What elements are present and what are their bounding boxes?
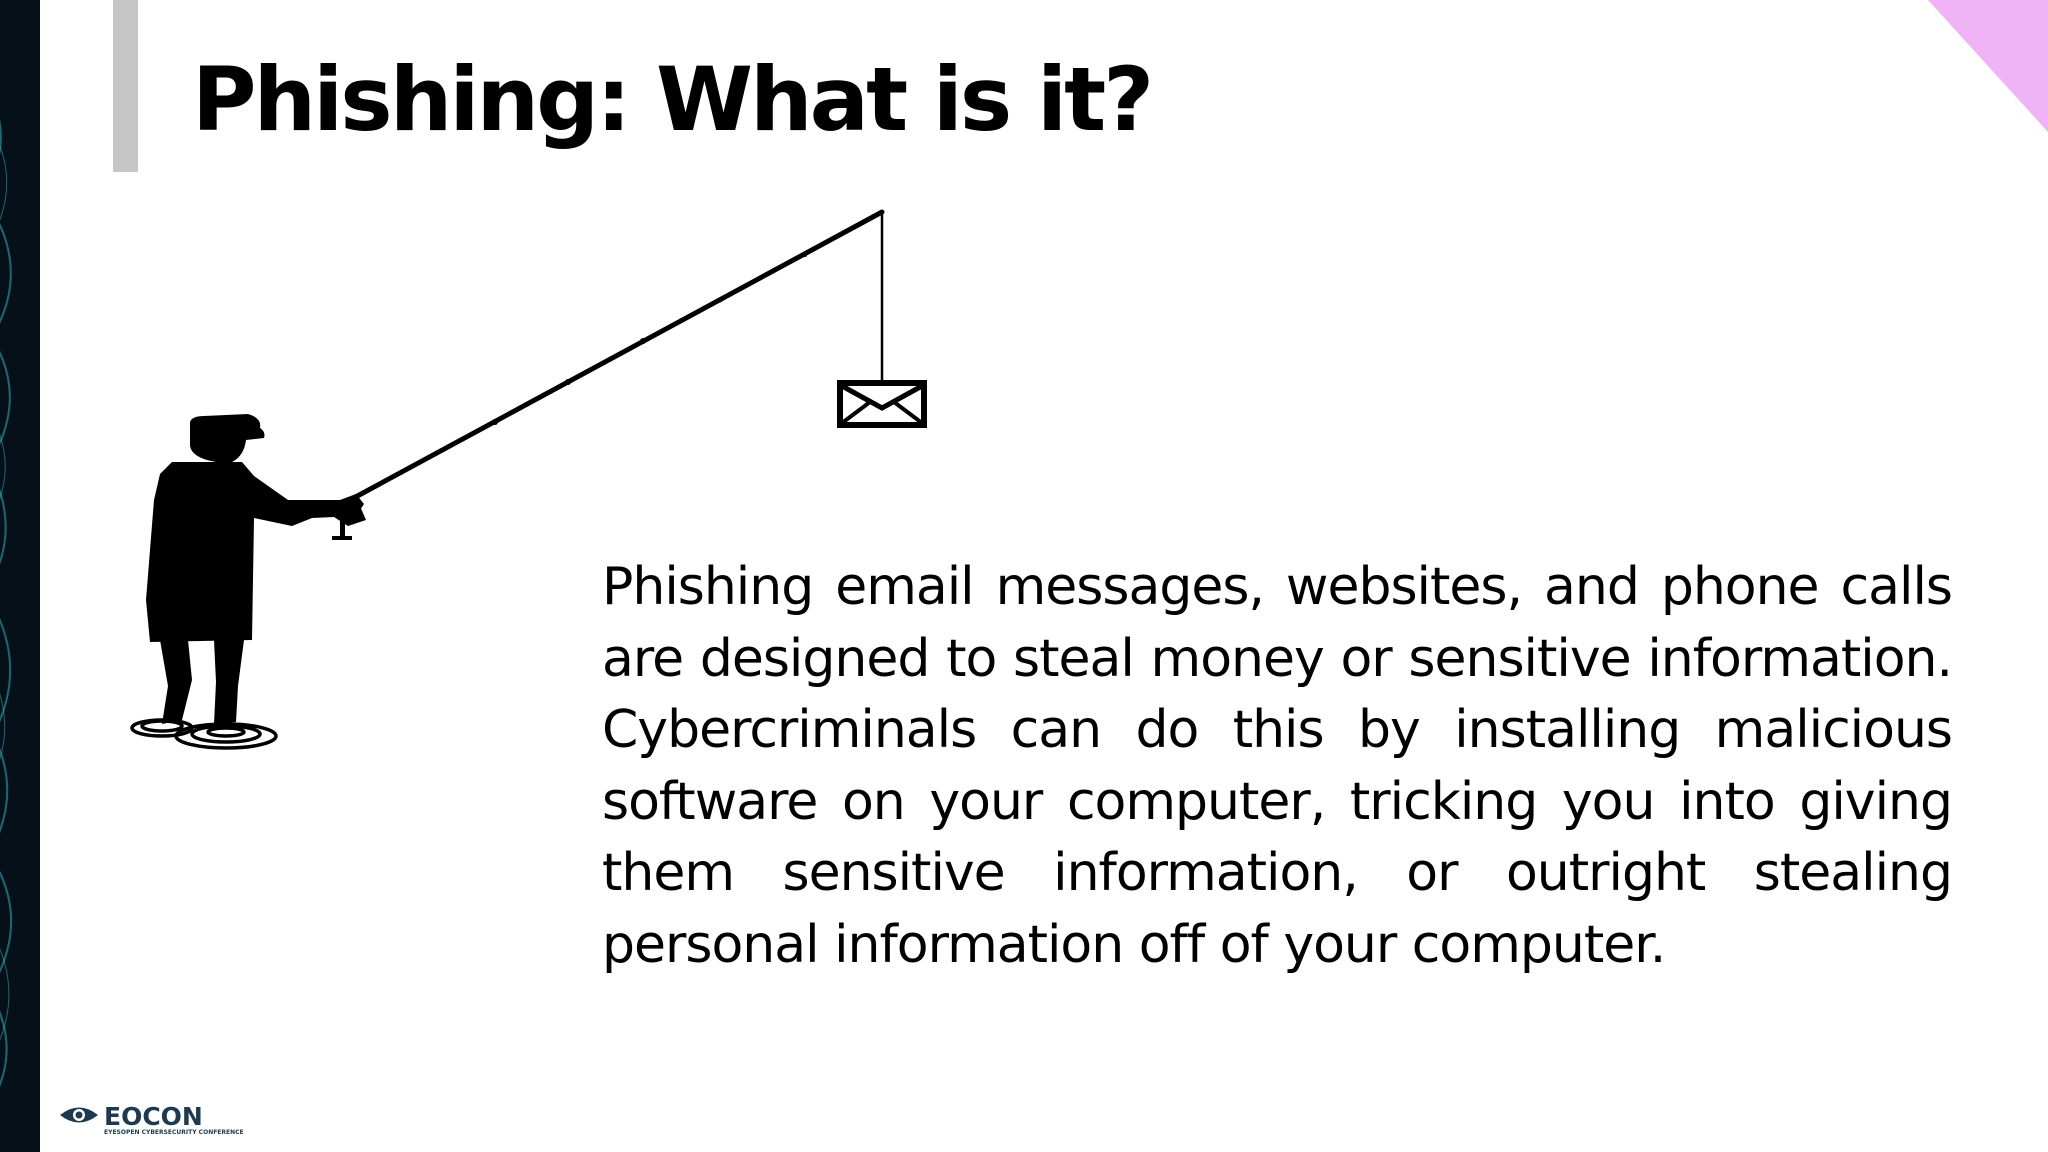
- decorative-corner: [1928, 0, 2048, 132]
- decorative-left-strip: [0, 0, 40, 1152]
- eye-icon: [60, 1107, 98, 1123]
- fisherman-silhouette: [146, 414, 366, 724]
- body-paragraph: Phishing email messages, websites, and p…: [602, 557, 1953, 975]
- eocon-logo: EOCON EYESOPEN CYBERSECURITY CONFERENCE: [58, 1098, 244, 1140]
- title-accent-bar: [113, 0, 138, 172]
- slide-title: Phishing: What is it?: [192, 48, 1154, 151]
- fisherman-illustration: [130, 209, 927, 750]
- envelope-icon: [837, 380, 927, 428]
- logo-name: EOCON: [104, 1102, 203, 1131]
- logo-subtitle: EYESOPEN CYBERSECURITY CONFERENCE: [104, 1129, 244, 1136]
